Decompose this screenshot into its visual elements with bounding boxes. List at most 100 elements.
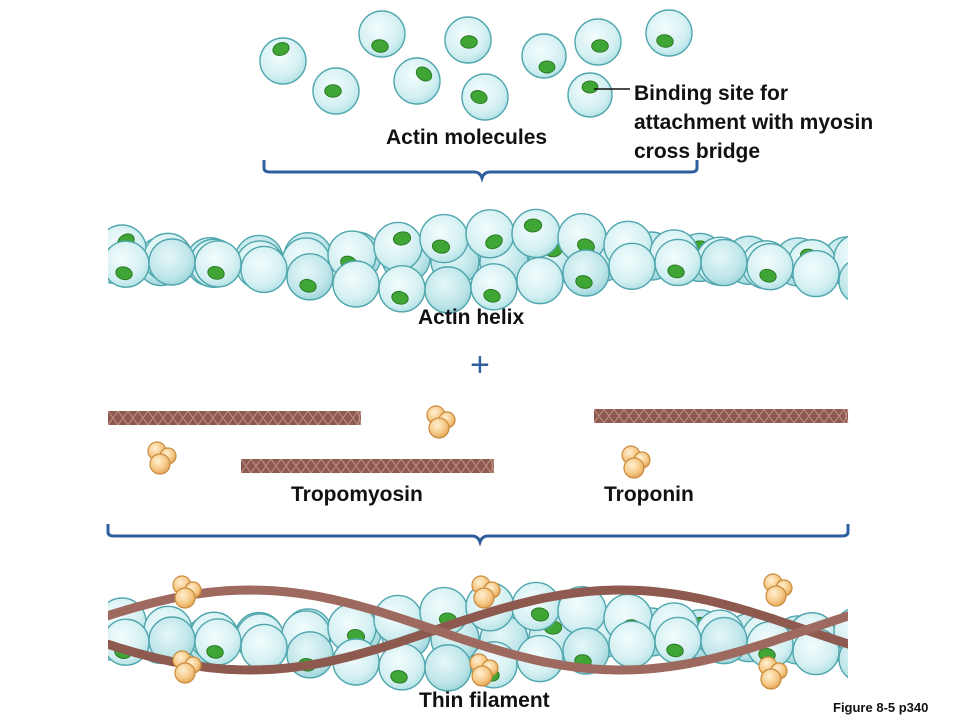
binding-site xyxy=(483,288,501,303)
actin-sphere xyxy=(562,249,610,297)
actin-molecule xyxy=(393,57,441,105)
binding-site xyxy=(115,266,133,281)
actin-sphere xyxy=(332,260,380,308)
actin-molecule xyxy=(148,238,196,286)
actin-sphere xyxy=(373,221,423,272)
actin-helix-group xyxy=(108,208,873,314)
troponin-complex xyxy=(147,441,177,475)
actin-molecule xyxy=(511,208,561,259)
actin-sphere xyxy=(516,256,564,305)
plus-sign: + xyxy=(470,346,490,384)
actin-molecule xyxy=(516,256,564,305)
actin-sphere xyxy=(259,37,307,85)
actin-sphere xyxy=(567,72,613,118)
tropomyosin-texture xyxy=(593,408,849,424)
actin-sphere xyxy=(148,238,196,286)
troponin-complex xyxy=(621,445,651,479)
troponin-subunit xyxy=(765,585,787,607)
actin-molecule xyxy=(286,253,334,301)
tropomyosin-strand xyxy=(107,410,362,426)
binding-site xyxy=(759,268,777,283)
actin-sphere xyxy=(286,253,334,301)
troponin-complex xyxy=(172,650,202,684)
binding-site xyxy=(460,35,478,49)
tropomyosin-strand xyxy=(593,408,849,424)
actin-molecule xyxy=(700,238,748,287)
tropomyosin-texture xyxy=(240,458,495,474)
actin-molecule xyxy=(792,249,840,298)
binding-site xyxy=(523,218,543,233)
binding-site xyxy=(324,84,342,98)
binding-site xyxy=(538,60,556,74)
actin-molecule xyxy=(746,243,794,291)
actin-molecule xyxy=(645,9,693,57)
binding-site xyxy=(392,231,412,246)
actin-molecule xyxy=(567,72,613,118)
troponin-complex xyxy=(471,575,501,609)
tropomyosin-strands-group xyxy=(107,408,849,474)
actin-sphere xyxy=(194,240,242,288)
troponin-complex xyxy=(758,656,788,690)
tropomyosin-strand xyxy=(108,585,848,675)
actin-sphere xyxy=(419,213,469,264)
actin-sphere xyxy=(838,640,848,679)
binding-site xyxy=(850,282,869,298)
actin-molecule xyxy=(240,245,288,294)
binding-site xyxy=(485,234,503,250)
binding-site xyxy=(667,264,685,279)
actin-molecule xyxy=(654,238,702,287)
troponin-subunit xyxy=(623,457,645,479)
actin-molecule xyxy=(373,221,423,272)
binding-site xyxy=(272,42,290,56)
binding-site xyxy=(852,257,873,275)
actin-sphere xyxy=(393,57,441,105)
binding-site xyxy=(850,662,868,677)
actin-molecule xyxy=(654,616,702,665)
actin-sphere xyxy=(746,243,794,291)
actin-sphere xyxy=(424,644,472,692)
binding-site xyxy=(391,290,409,305)
troponin-subunit xyxy=(428,417,450,439)
actin-molecule xyxy=(108,240,150,288)
troponin-complex xyxy=(426,405,456,439)
binding-site xyxy=(415,66,433,82)
actin-molecule xyxy=(465,209,515,259)
actin-molecule xyxy=(608,620,656,668)
actin-molecule xyxy=(444,16,492,64)
actin-molecule xyxy=(332,260,380,308)
troponin-complexes-group xyxy=(147,405,651,479)
tropomyosin-strand xyxy=(240,458,495,474)
actin-molecule xyxy=(240,623,288,672)
tropomyosin-strand xyxy=(108,585,848,675)
actin-sphere xyxy=(470,263,518,311)
actin-sphere xyxy=(645,9,693,57)
troponin-subunit xyxy=(760,668,782,690)
troponin-complex xyxy=(469,653,499,687)
actin-sphere xyxy=(700,238,748,287)
actin-molecule xyxy=(419,213,469,264)
thin-filament-group xyxy=(108,573,868,692)
binding-site xyxy=(206,645,224,659)
binding-site xyxy=(299,278,317,293)
tropomyosin-body xyxy=(594,409,848,423)
tropomyosin-body xyxy=(108,411,361,425)
binding-site xyxy=(530,607,550,622)
figure-reference: Figure 8-5 p340 xyxy=(833,700,929,715)
thin-filament-label: Thin filament xyxy=(419,689,550,712)
actin-sphere xyxy=(240,623,288,672)
actin-sphere xyxy=(608,620,656,668)
actin-molecules-group xyxy=(259,9,693,121)
actin-molecule xyxy=(574,18,622,66)
binding-site xyxy=(470,90,488,104)
actin-molecule xyxy=(194,618,242,666)
actin-molecules-label: Actin molecules xyxy=(386,126,548,149)
actin-helix-label: Actin helix xyxy=(418,306,525,329)
actin-molecule xyxy=(557,213,607,263)
actin-molecule xyxy=(424,644,472,692)
actin-molecule xyxy=(838,640,868,679)
binding-site xyxy=(591,39,609,53)
actin-molecule xyxy=(562,249,610,297)
binding-site xyxy=(666,643,684,658)
binding-site xyxy=(371,39,389,53)
thin-filament-bracket xyxy=(106,524,850,547)
